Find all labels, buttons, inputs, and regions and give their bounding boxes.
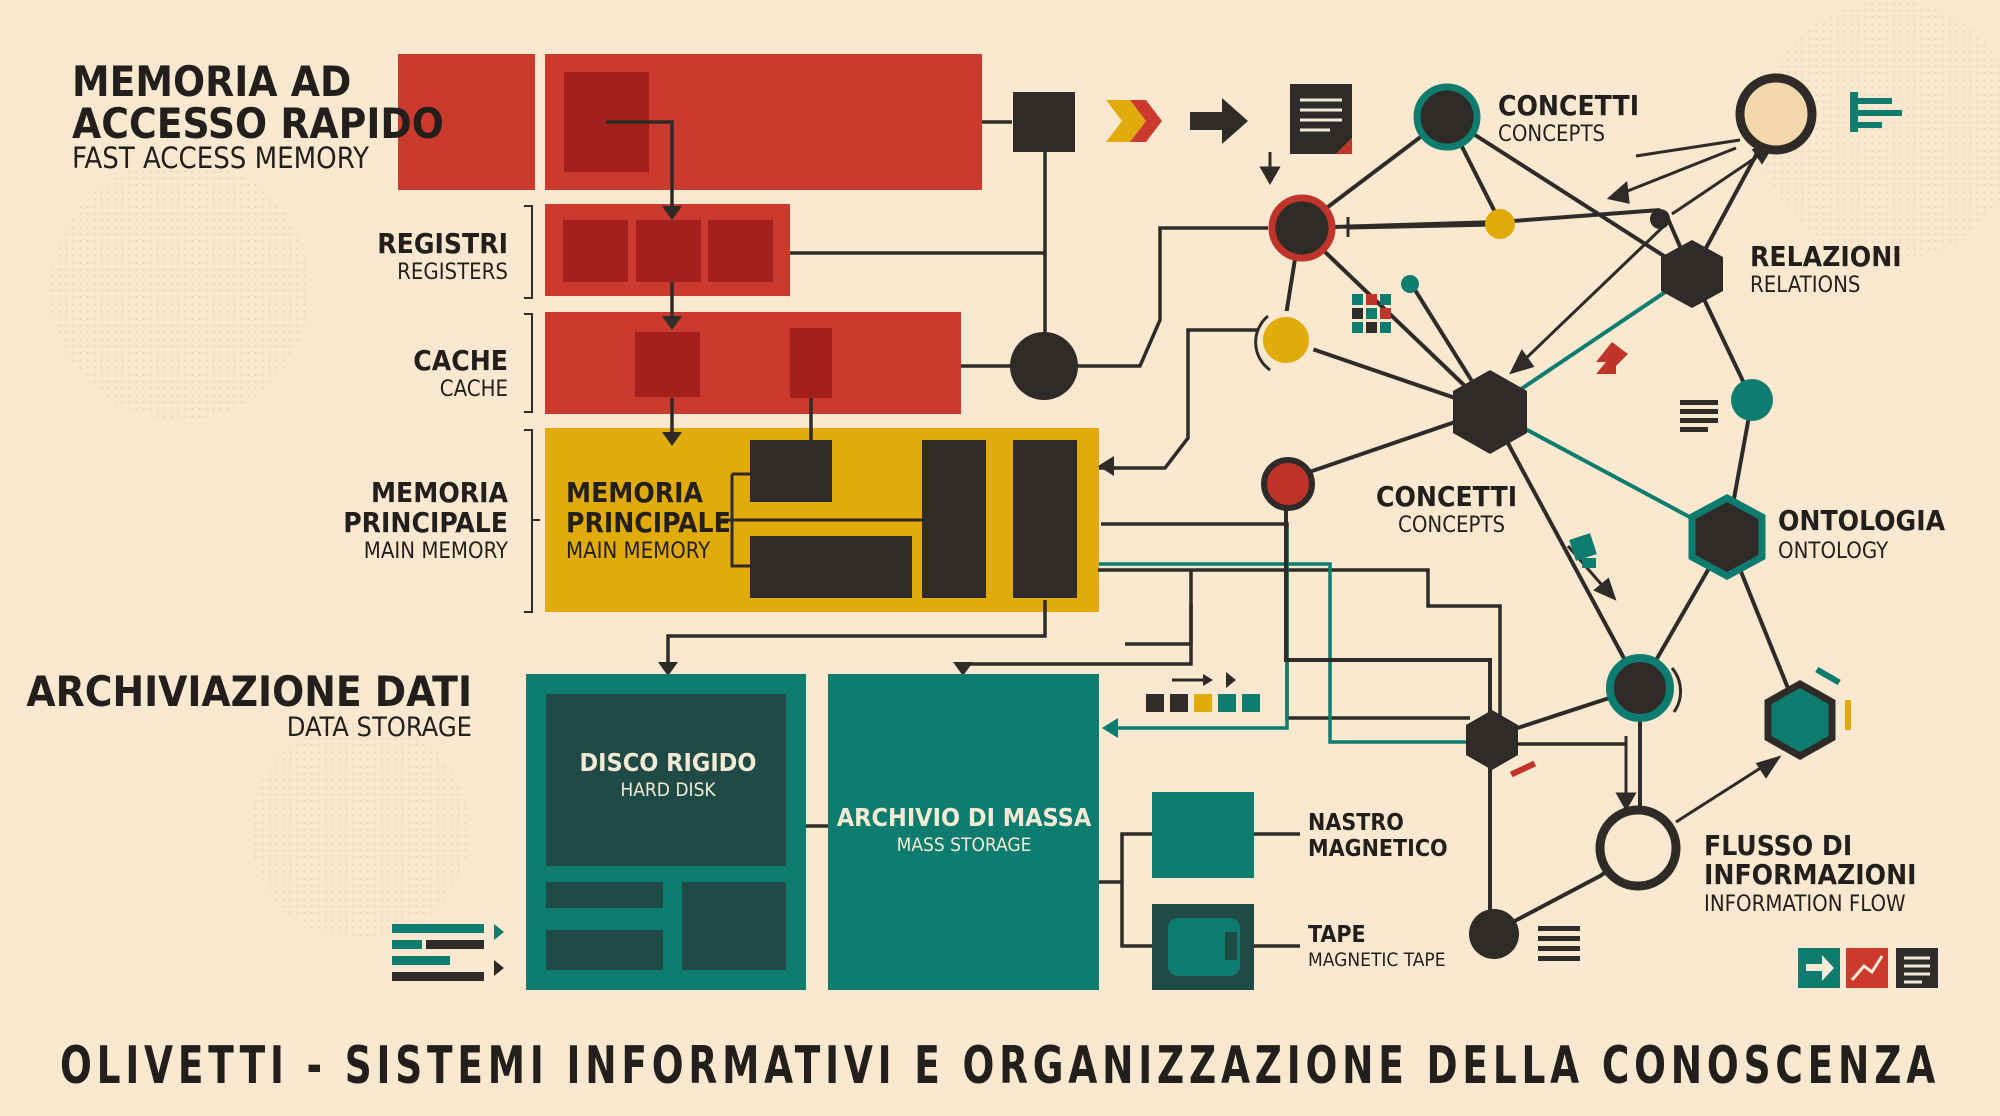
svg-text:CONCEPTS: CONCEPTS (1398, 513, 1505, 538)
document-icon (1290, 84, 1352, 154)
network-arrows (1259, 138, 1782, 824)
red-dot-node (1261, 457, 1315, 511)
svg-text:MEMORIA: MEMORIA (566, 476, 704, 509)
svg-text:PRINCIPALE: PRINCIPALE (566, 506, 731, 539)
svg-text:MAIN MEMORY: MAIN MEMORY (566, 539, 711, 564)
svg-text:CONCETTI: CONCETTI (1498, 89, 1639, 122)
document-arrow-icon (1569, 533, 1597, 568)
dark-node-small (1650, 209, 1670, 229)
central-hex-node (1453, 370, 1527, 454)
footer-title: OLIVETTI - SISTEMI INFORMATIVI E ORGANIZ… (60, 1036, 1940, 1096)
chevron-right-icon (1106, 100, 1162, 142)
svg-text:ONTOLOGIA: ONTOLOGIA (1778, 504, 1946, 537)
node-accent-marks (1509, 666, 1851, 778)
relations-top-node (1735, 73, 1817, 155)
svg-text:MEMORIA AD: MEMORIA AD (72, 57, 351, 106)
storage-connectors (806, 824, 1300, 948)
teal-link (1099, 562, 1470, 744)
svg-text:REGISTRI: REGISTRI (377, 227, 508, 260)
svg-text:FLUSSO DI: FLUSSO DI (1704, 829, 1852, 862)
storage-blocks (526, 674, 1254, 990)
cache-block[interactable] (545, 312, 961, 414)
fast-access-memory-label: MEMORIA AD ACCESSO RAPIDO FAST ACCESS ME… (72, 57, 444, 175)
ontology-hex-node (1688, 494, 1766, 580)
yellow-node-small (1485, 209, 1515, 239)
memory-arrowheads (658, 206, 1114, 676)
concepts-mid-label: CONCETTI CONCEPTS (1376, 480, 1517, 538)
teal-ring-node (1606, 654, 1674, 722)
mass-storage-block[interactable] (828, 674, 1099, 990)
storage-hex-node (1466, 710, 1518, 770)
teal-node-mid (1731, 379, 1773, 421)
teal-node-small (1401, 275, 1419, 293)
svg-text:ONTOLOGY: ONTOLOGY (1778, 539, 1889, 564)
svg-text:DATA STORAGE: DATA STORAGE (287, 712, 472, 743)
magnetic-tape-it-label: NASTRO MAGNETICO (1308, 810, 1448, 862)
tape-label: TAPE MAGNETIC TAPE (1308, 922, 1446, 971)
memory-connectors (606, 120, 1625, 746)
svg-text:INFORMATION FLOW: INFORMATION FLOW (1704, 892, 1906, 917)
grid-icon (1352, 294, 1391, 333)
svg-text:MAIN MEMORY: MAIN MEMORY (364, 539, 509, 564)
cache-label: CACHE CACHE (413, 344, 508, 402)
main-memory-label: MEMORIA PRINCIPALE MAIN MEMORY (343, 476, 509, 564)
svg-text:HARD DISK: HARD DISK (620, 779, 716, 801)
concepts-top-label: CONCETTI CONCEPTS (1498, 89, 1639, 147)
main-memory-inner-label: MEMORIA PRINCIPALE MAIN MEMORY (566, 476, 731, 564)
svg-text:CONCEPTS: CONCEPTS (1498, 122, 1605, 147)
hard-disk-label: DISCO RIGIDO HARD DISK (580, 748, 757, 801)
svg-text:MAGNETICO: MAGNETICO (1308, 836, 1448, 862)
svg-text:PRINCIPALE: PRINCIPALE (343, 506, 508, 539)
fast-access-node-square (1013, 92, 1075, 152)
text-lines-icon (1538, 926, 1580, 961)
teal-hex-node (1764, 679, 1836, 761)
bar-lines-icon (1850, 92, 1902, 132)
svg-text:CACHE: CACHE (413, 344, 508, 377)
svg-text:CACHE: CACHE (440, 377, 508, 402)
svg-text:DISCO RIGIDO: DISCO RIGIDO (580, 748, 757, 777)
svg-text:MAGNETIC TAPE: MAGNETIC TAPE (1308, 949, 1446, 971)
svg-text:RELAZIONI: RELAZIONI (1750, 240, 1902, 273)
arrow-right-icon (1190, 98, 1248, 144)
svg-text:ARCHIVIAZIONE DATI: ARCHIVIAZIONE DATI (26, 667, 472, 716)
svg-text:CONCETTI: CONCETTI (1376, 480, 1517, 513)
red-arrow-icon (1596, 342, 1628, 374)
text-lines-icon (1680, 400, 1718, 432)
network-teal-edges (1488, 272, 1728, 539)
registers-label: REGISTRI REGISTERS (377, 227, 508, 285)
concepts-top-node (1413, 83, 1481, 151)
svg-text:NASTRO: NASTRO (1308, 810, 1404, 836)
trend-chart-icon (1846, 948, 1888, 988)
svg-text:MEMORIA: MEMORIA (371, 476, 509, 509)
yellow-ring-node (1257, 311, 1315, 369)
bar-lines-icon (392, 924, 504, 981)
svg-text:RELATIONS: RELATIONS (1750, 273, 1860, 298)
mass-storage-label: ARCHIVIO DI MASSA MASS STORAGE (837, 803, 1092, 856)
data-storage-label: ARCHIVIAZIONE DATI DATA STORAGE (26, 667, 472, 743)
svg-text:ARCHIVIO DI MASSA: ARCHIVIO DI MASSA (837, 803, 1092, 832)
arrow-icon (1798, 948, 1840, 988)
svg-text:ACCESSO RAPIDO: ACCESSO RAPIDO (72, 99, 444, 148)
information-flow-label: FLUSSO DI INFORMAZIONI INFORMATION FLOW (1704, 829, 1917, 917)
fast-access-left-block (398, 54, 535, 190)
halftone-decoration (50, 0, 2000, 940)
magnetic-tape-block[interactable] (1152, 792, 1254, 878)
document-icon (1896, 948, 1938, 988)
svg-text:INFORMAZIONI: INFORMAZIONI (1704, 858, 1917, 891)
bottom-dark-node (1469, 909, 1519, 959)
svg-text:TAPE: TAPE (1308, 922, 1366, 948)
svg-text:MASS STORAGE: MASS STORAGE (897, 834, 1032, 856)
ontology-label: ONTOLOGIA ONTOLOGY (1778, 504, 1946, 564)
relations-label: RELAZIONI RELATIONS (1750, 240, 1902, 298)
svg-text:REGISTERS: REGISTERS (397, 260, 508, 285)
red-ring-node (1268, 194, 1336, 262)
svg-text:FAST ACCESS MEMORY: FAST ACCESS MEMORY (72, 141, 370, 175)
relations-hex-node (1661, 240, 1723, 308)
square-sequence-icon (1146, 672, 1260, 712)
flow-ring-node (1595, 805, 1681, 891)
network-nodes[interactable] (1254, 73, 1836, 959)
cache-hub-node (1010, 332, 1078, 400)
